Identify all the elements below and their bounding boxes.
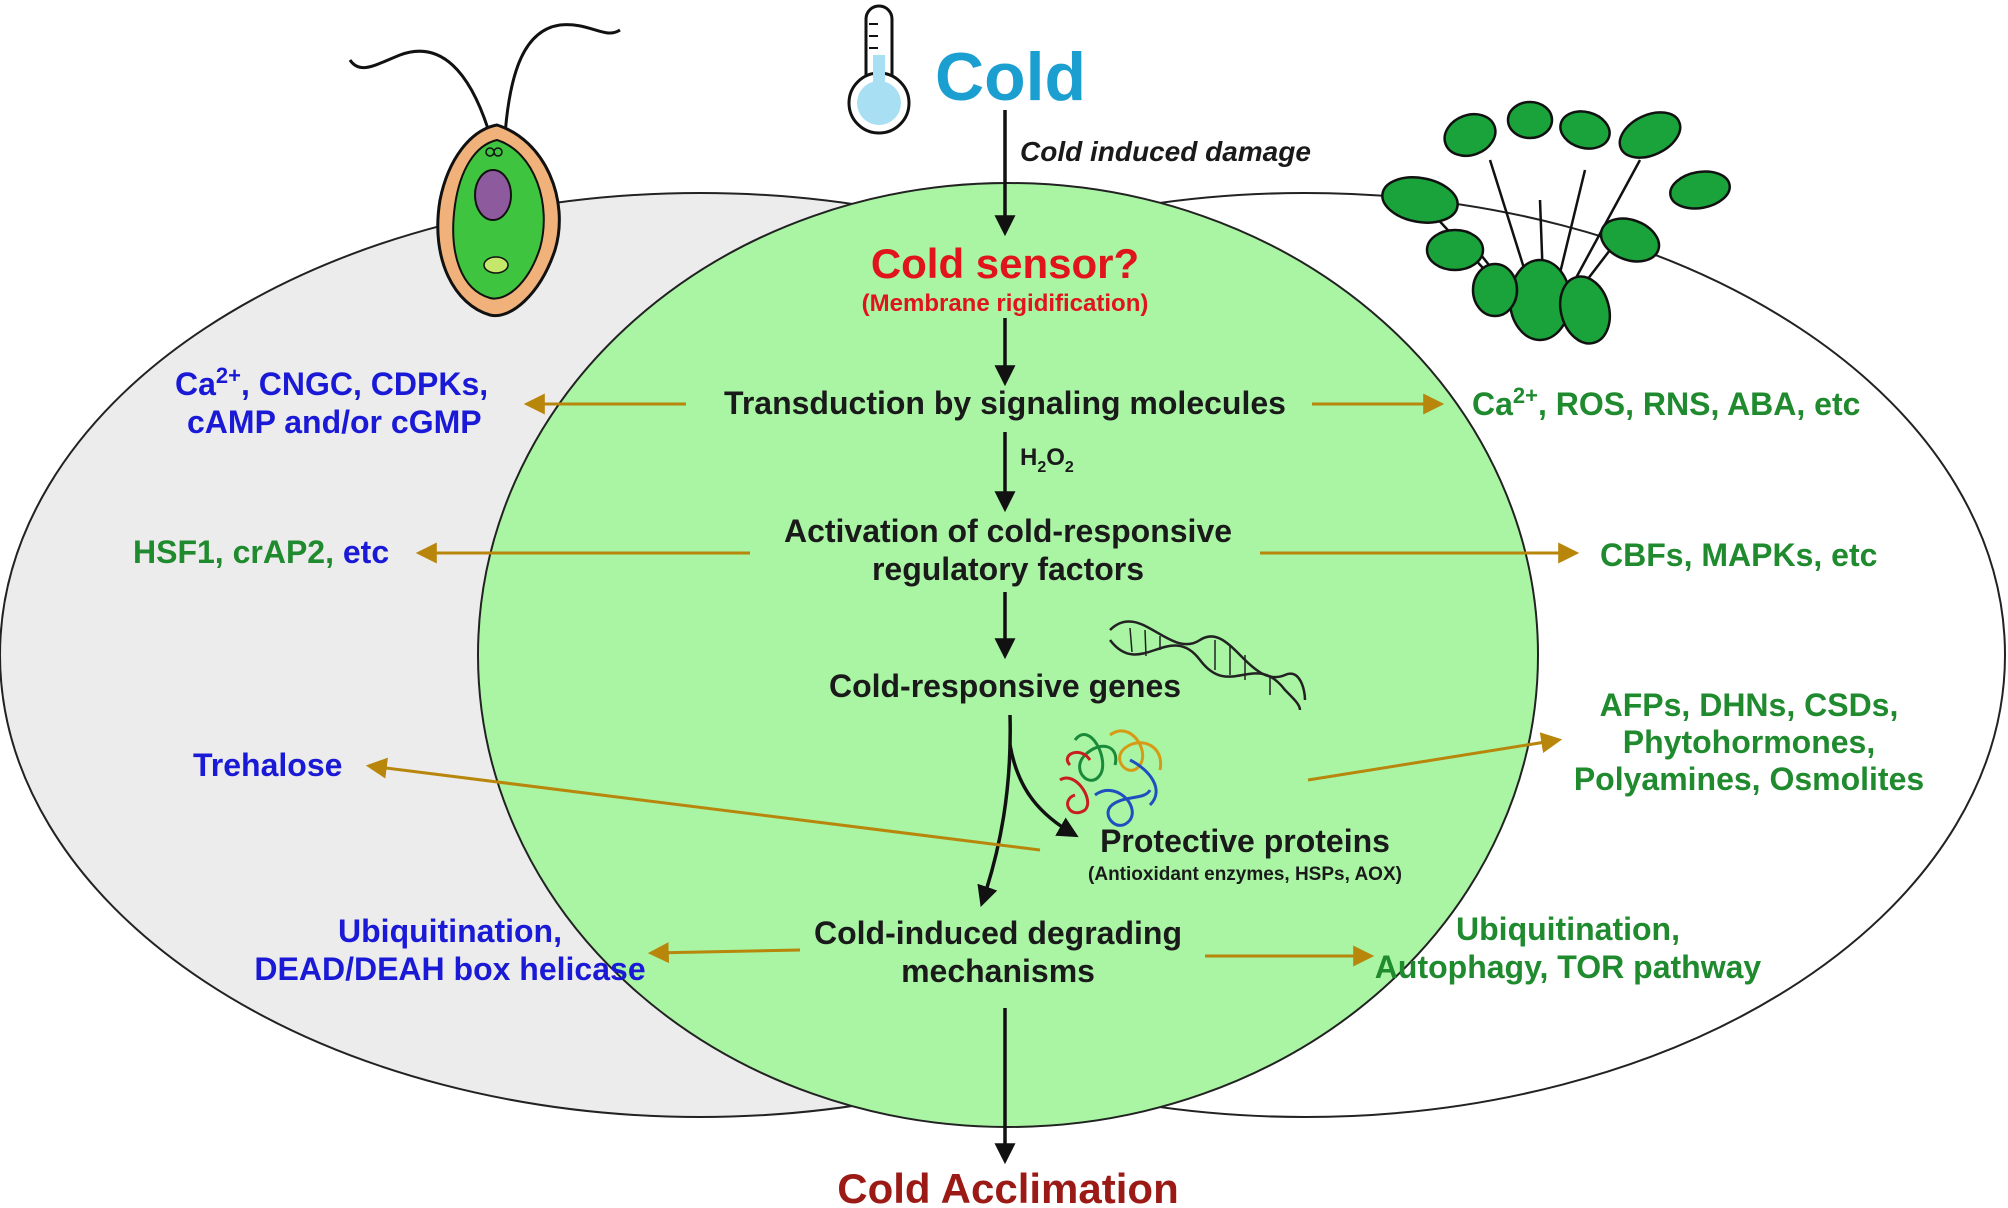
left-signaling-rest: , CNGC, CDPKs, [241,366,488,402]
protective-sublabel: (Antioxidant enzymes, HSPs, AOX) [1088,864,1402,885]
right-protect-line1: AFPs, DHNs, CSDs, [1600,687,1899,723]
h2o2-label: H2O2 [1020,444,1074,476]
left-factors-green: HSF1, crAP2, [133,534,334,570]
thermometer-icon [847,4,911,135]
left-factors-blue: etc [343,534,389,570]
right-factors: CBFs, MAPKs, etc [1600,537,1877,573]
left-ca-sup: 2+ [216,363,241,388]
arrow-right-protect [1307,732,1563,782]
right-protect-line3: Polyamines, Osmolites [1574,761,1924,797]
h2o2-h: H [1020,444,1037,471]
degrading-line1: Cold-induced degrading [814,915,1182,951]
arrow-left-trehalose [365,757,1041,852]
arrow-genes-to-degrading [977,714,1012,907]
h2o2-sub2: 2 [1065,459,1074,476]
arrow-left-degrading [647,942,801,964]
chlamydomonas-icon [348,23,621,318]
cold-title: Cold [935,39,1086,115]
left-degrading-line1: Ubiquitination, [338,913,562,949]
sensor-label: Cold sensor? [871,240,1139,287]
right-signaling-rest: , ROS, RNS, ABA, etc [1538,386,1860,422]
acclimation-label: Cold Acclimation [837,1165,1178,1208]
degrading-line2: mechanisms [901,953,1095,989]
left-signaling-line1: Ca2+, CNGC, CDPKs, [175,363,488,402]
right-signaling: Ca2+, ROS, RNS, ABA, etc [1472,383,1860,422]
right-ca: Ca [1472,386,1513,422]
protein-icon [1059,729,1163,827]
right-ca-sup: 2+ [1513,383,1538,408]
right-degrading-line2: Autophagy, TOR pathway [1375,949,1762,985]
right-protect-line2: Phytohormones, [1623,724,1875,760]
arabidopsis-icon [1381,100,1731,345]
transduction-label: Transduction by signaling molecules [724,385,1286,421]
arrow-genes-to-protective [1008,744,1079,838]
left-factors: HSF1, crAP2, etc [133,534,389,570]
h2o2-sub1: 2 [1037,459,1046,476]
dna-icon [1109,620,1307,711]
activation-line2: regulatory factors [872,551,1144,587]
activation-line1: Activation of cold-responsive [784,513,1232,549]
protective-label: Protective proteins [1100,823,1390,859]
left-factors-space [334,534,343,570]
genes-label: Cold-responsive genes [829,668,1181,704]
right-degrading-line1: Ubiquitination, [1456,911,1680,947]
h2o2-o: O [1046,444,1065,471]
left-degrading-line2: DEAD/DEAH box helicase [254,951,645,987]
left-ca: Ca [175,366,216,402]
sensor-sublabel: (Membrane rigidification) [862,290,1149,317]
left-signaling-line2: cAMP and/or cGMP [187,404,482,440]
left-trehalose: Trehalose [193,747,342,783]
cold-damage-label: Cold induced damage [1020,136,1311,167]
